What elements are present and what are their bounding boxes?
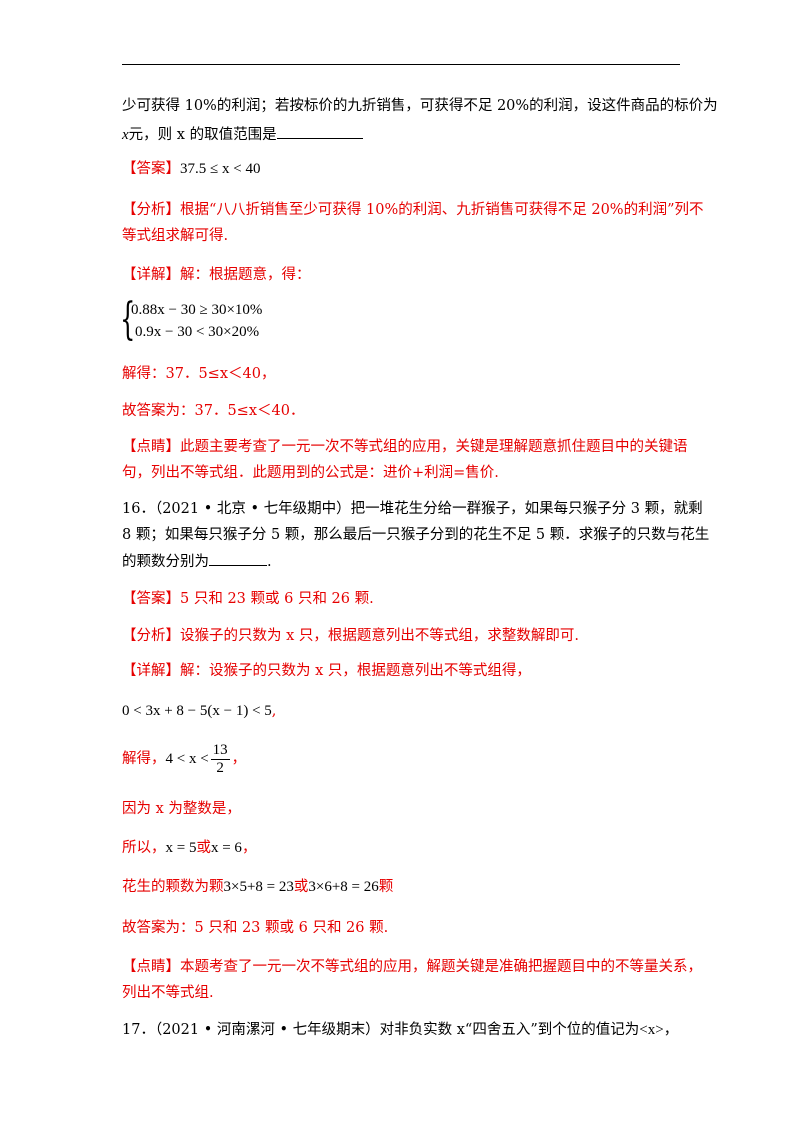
q16-final-answer: 故答案为：5 只和 23 颗或 6 只和 26 颗. [122,920,389,936]
q15-variable: x [122,127,129,143]
solution-prefix: 解得， [122,751,166,767]
q16-inequality: 0 < 3x + 8 − 5(x − 1) < 5, [122,701,276,721]
q15-point-line1: 【点睛】此题主要考查了一元一次不等式组的应用，关键是理解题意抓住题目中的关键语 [122,437,688,457]
analysis-text: 设猴子的只数为 x 只，根据题意列出不等式组，求整数解即可. [180,628,580,644]
q16-text: 的颗数分别为 [122,554,209,570]
q15-solution: 解得：37．5≤x＜40， [122,366,276,382]
q15-answer: 【答案】37.5 ≤ x < 40 [122,159,260,179]
header-rule [122,64,680,65]
q16-integer-note: 因为 x 为整数是， [122,801,241,817]
solution-math: 4 < x < [165,751,209,767]
so-prefix: 所以， [122,840,166,856]
point-tag: 【点睛】 [122,959,180,975]
peanuts-or: 或 [293,879,309,895]
peanuts-prefix: 花生的颗数为颗 [122,879,224,895]
q15-point-line2: 句，列出不等式组．此题用到的公式是：进价+利润=售价. [122,465,499,481]
detail-tag: 【详解】 [122,663,180,679]
q17-comma: ， [663,1022,679,1038]
point-text: 此题主要考查了一元一次不等式组的应用，关键是理解题意抓住题目中的关键语 [180,439,688,455]
q15-text-line2: x元，则 x 的取值范围是 [122,124,363,145]
q16-text-line3: 的颗数分别为. [122,551,272,572]
analysis-text: 根据“八八折销售至少可获得 10%的利润、九折销售可获得不足 20%的利润”列不 [180,202,704,218]
q16-peanuts: 花生的颗数为颗3×5+8 = 23或3×6+8 = 26颗 [122,877,393,897]
answer-math: 37.5 ≤ x < 40 [180,161,261,177]
analysis-tag: 【分析】 [122,202,180,218]
peanuts-math-1: 3×5+8 = 23 [223,879,294,895]
inequality-comma: , [271,703,277,719]
q16-so: 所以，x = 5或x = 6， [122,838,256,858]
inequality-math: 0 < 3x + 8 − 5(x − 1) < 5 [122,703,272,719]
q16-detail: 【详解】解：设猴子的只数为 x 只，根据题意列出不等式组得， [122,661,531,681]
answer-blank [276,124,363,139]
point-text: 本题考查了一元一次不等式组的应用，解题关键是准确把握题目中的不等量关系， [180,959,702,975]
fraction-numerator: 13 [210,741,230,760]
q15-analysis-line1: 【分析】根据“八八折销售至少可获得 10%的利润、九折销售可获得不足 20%的利… [122,200,704,220]
q16-point-line1: 【点睛】本题考查了一元一次不等式组的应用，解题关键是准确把握题目中的不等量关系， [122,957,702,977]
so-or: 或 [196,840,211,856]
detail-tag: 【详解】 [122,267,180,283]
system-equation-2: 0.9x − 30 < 30×20% [135,324,260,340]
q16-text-line2: 8 颗；如果每只猴子分 5 颗，那么最后一只猴子分到的花生不足 5 颗．求猴子的… [122,527,710,543]
q16-period: . [267,554,272,570]
answer-tag: 【答案】 [122,161,180,177]
q15-text: 元，则 x 的取值范围是 [128,127,277,143]
analysis-tag: 【分析】 [122,628,180,644]
q15-detail: 【详解】解：根据题意，得： [122,265,311,285]
peanuts-math-2: 3×6+8 = 26 [308,879,379,895]
point-tag: 【点睛】 [122,439,180,455]
q17-math: <x> [639,1022,664,1038]
system-equation-1: 0.88x − 30 ≥ 30×10% [131,302,263,318]
so-comma: ， [241,840,257,856]
peanuts-suffix: 颗 [378,879,394,895]
q16-answer: 【答案】5 只和 23 颗或 6 只和 26 颗. [122,589,374,609]
answer-text: 5 只和 23 颗或 6 只和 26 颗. [180,591,374,607]
q16-point-line2: 列出不等式组. [122,985,214,1001]
so-math-2: x = 6 [210,840,242,856]
solution-comma: ， [231,751,247,767]
so-math-1: x = 5 [165,840,197,856]
system-brace: { [120,294,136,345]
q15-analysis-line2: 等式组求解可得. [122,228,229,244]
answer-tag: 【答案】 [122,591,180,607]
q16-analysis: 【分析】设猴子的只数为 x 只，根据题意列出不等式组，求整数解即可. [122,626,579,646]
q15-text-line1: 少可获得 10%的利润；若按标价的九折销售，可获得不足 20%的利润，设这件商品… [122,98,718,114]
q17-text: 17．（2021 • 河南漯河 • 七年级期末）对非负实数 x“四舍五入”到个位… [122,1020,678,1040]
q16-text-line1: 16．（2021 • 北京 • 七年级期中）把一堆花生分给一群猴子，如果每只猴子… [122,501,703,517]
detail-text: 解：设猴子的只数为 x 只，根据题意列出不等式组得， [180,663,531,679]
answer-blank [209,551,267,566]
q17-statement: 17．（2021 • 河南漯河 • 七年级期末）对非负实数 x“四舍五入”到个位… [122,1022,640,1038]
fraction-denominator: 2 [216,759,224,776]
q15-final-answer: 故答案为：37．5≤x＜40． [122,403,305,419]
detail-text: 解：根据题意，得： [180,267,311,283]
